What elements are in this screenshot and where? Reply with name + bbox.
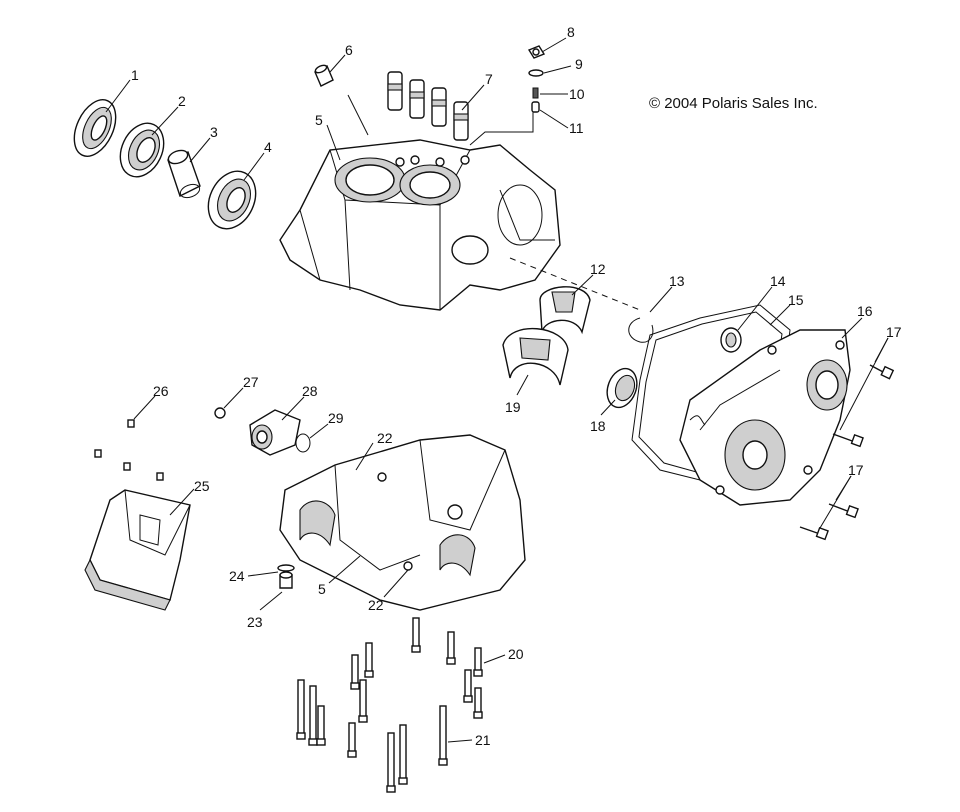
part-27-nut [214,407,226,419]
callout-29: 29 [328,410,344,426]
callout-22-top: 22 [377,430,393,446]
callout-28: 28 [302,383,318,399]
part-20-21-bolts [296,617,483,793]
part-5-lower-crankcase [279,434,526,611]
callout-4: 4 [264,139,272,155]
callout-labels: 1 2 3 4 5 6 7 8 9 10 11 12 13 14 15 16 1… [131,24,902,748]
part-6-dowel [314,64,334,87]
callout-19: 19 [505,399,521,415]
callout-22-bottom: 22 [368,597,384,613]
part-23-plug [279,571,293,589]
part-28-pump [249,409,301,456]
callout-5-lower: 5 [318,581,326,597]
part-5-upper-crankcase [279,139,561,311]
part-19-bearing-shell [502,327,569,386]
part-3-sleeve [167,149,201,199]
callout-11: 11 [569,120,584,136]
callout-24: 24 [229,568,245,584]
part-29-oring [295,433,311,453]
callout-16: 16 [857,303,873,319]
callout-8: 8 [567,24,575,40]
part-9-washer [528,69,544,77]
callout-20: 20 [508,646,524,662]
part-2-bearing [119,122,165,178]
part-18-seal [606,367,638,409]
part-1-seal [73,99,117,157]
callout-25: 25 [194,478,210,494]
callout-3: 3 [210,124,218,140]
callout-17-bottom: 17 [848,462,864,478]
part-11-pin [531,101,540,113]
part-12-bearing-shell [539,286,591,335]
part-26-screws [94,419,164,481]
callout-17-top: 17 [886,324,902,340]
leader-lines [105,37,889,743]
callout-18: 18 [590,418,606,434]
part-14-seal [720,327,742,353]
part-24-oring [277,564,295,572]
callout-27: 27 [243,374,259,390]
callout-15: 15 [788,292,804,308]
callout-9: 9 [575,56,583,72]
part-7-lifters [387,71,469,141]
callout-26: 26 [153,383,169,399]
callout-10: 10 [569,86,585,102]
callout-5-upper: 5 [315,112,323,128]
part-16-cover [679,329,851,506]
callout-23: 23 [247,614,263,630]
callout-7: 7 [485,71,493,87]
part-8-bolt [527,45,546,59]
part-25-reed-block [84,489,191,611]
callout-21: 21 [475,732,491,748]
callout-14: 14 [770,273,786,289]
callout-6: 6 [345,42,353,58]
part-13-circlip [628,317,654,343]
part-10-spring [532,87,539,99]
callout-12: 12 [590,261,606,277]
callout-13: 13 [669,273,685,289]
callout-1: 1 [131,67,139,83]
copyright-notice: © 2004 Polaris Sales Inc. [649,95,818,112]
callout-2: 2 [178,93,186,109]
part-17-bolts [799,364,895,541]
part-4-seal [207,170,257,230]
